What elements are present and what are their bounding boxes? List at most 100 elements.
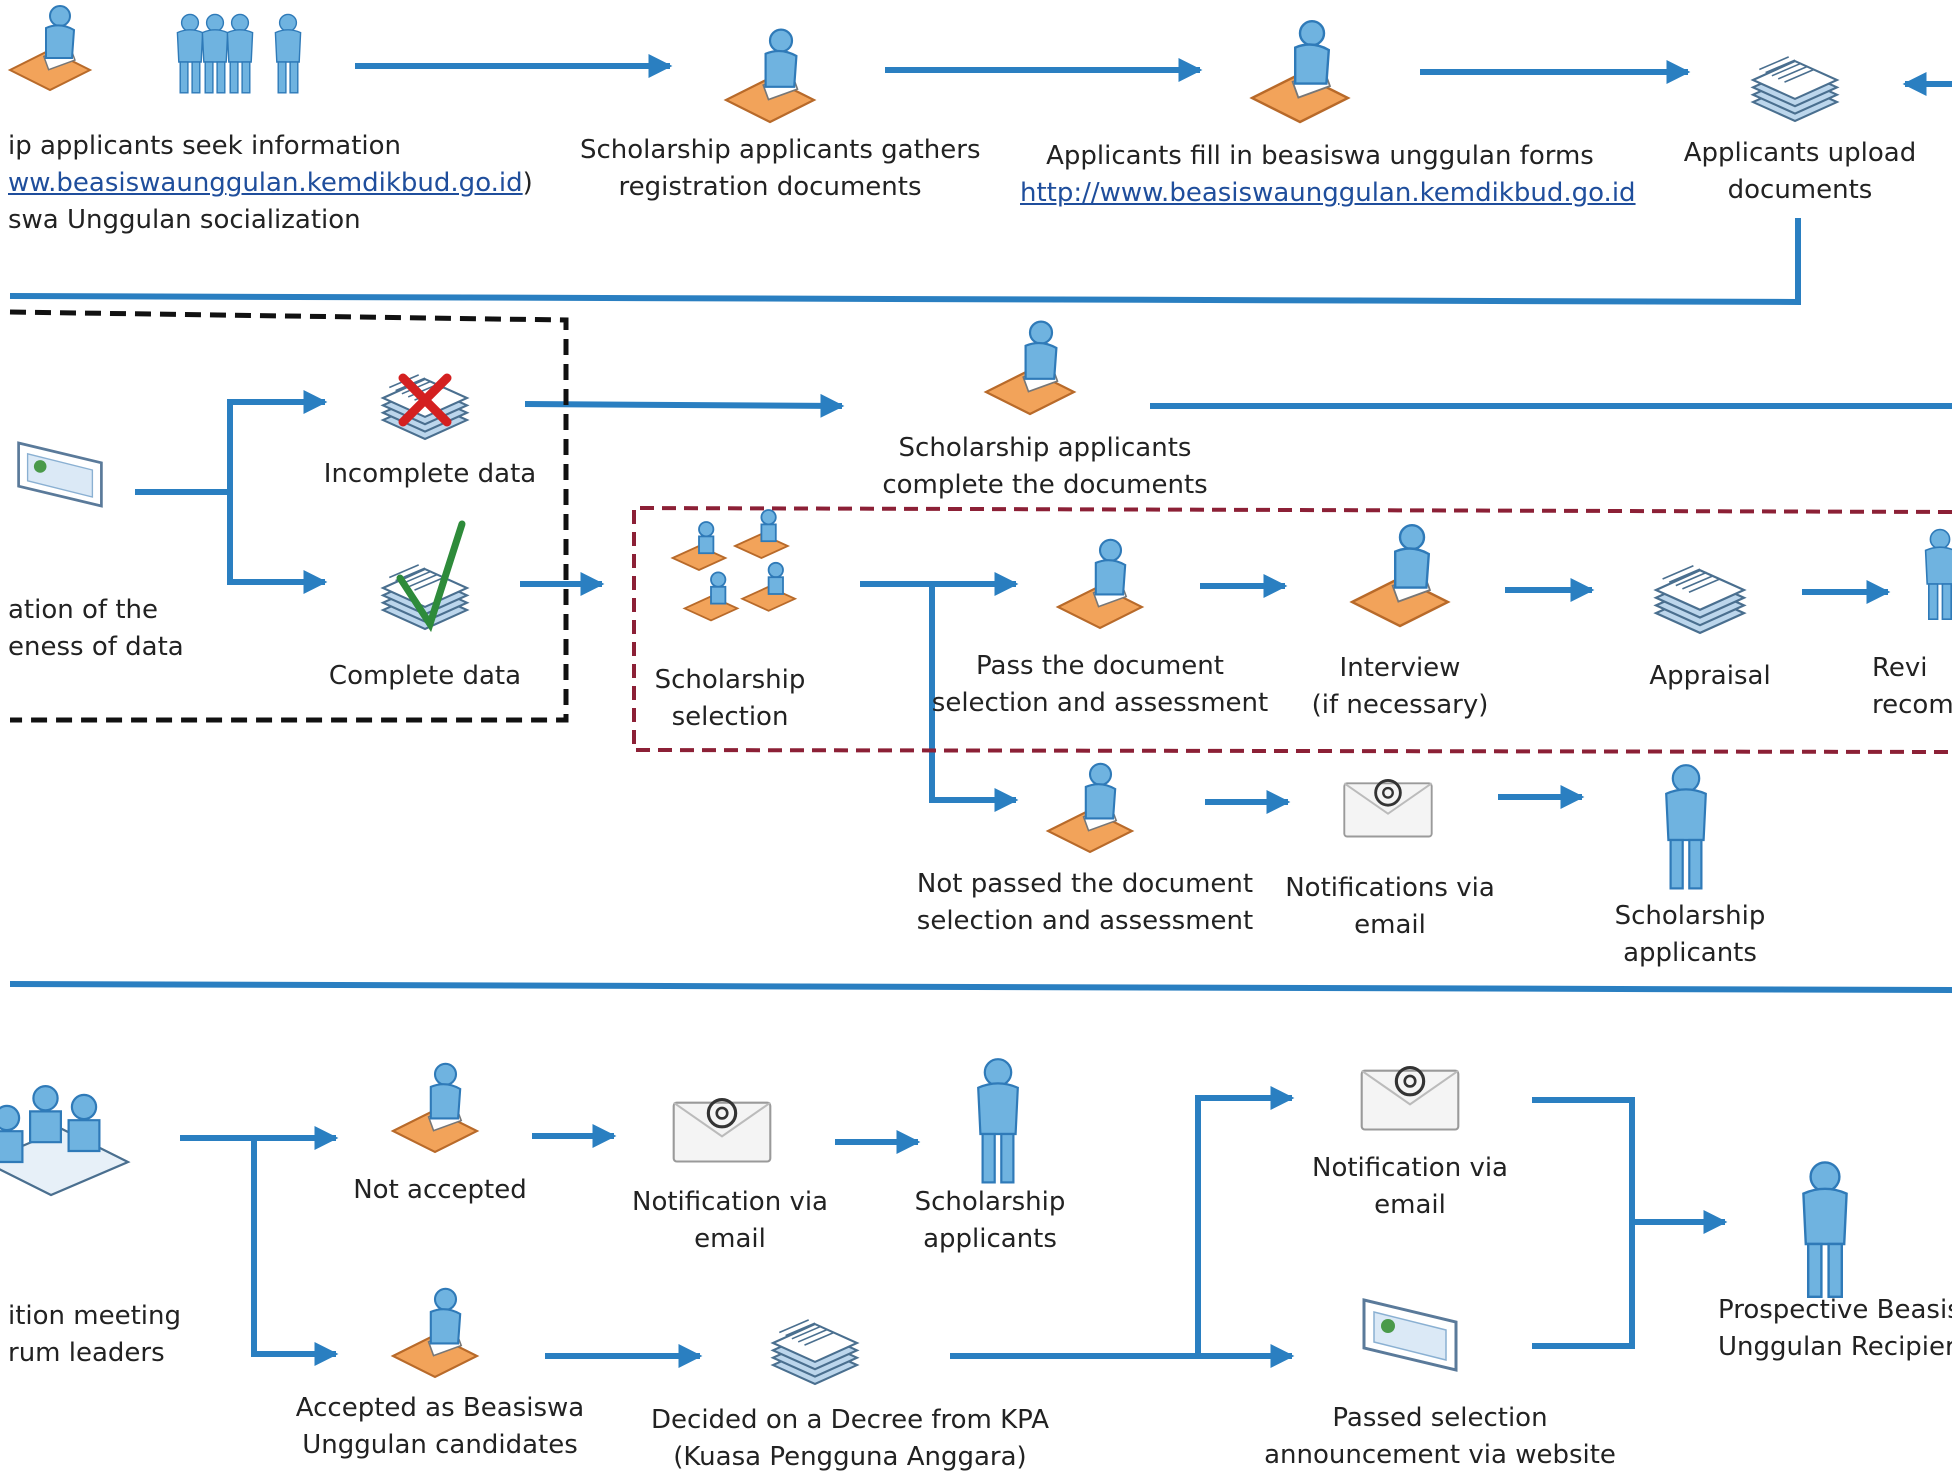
decree-line1: Decided on a Decree from KPA [651,1405,1049,1435]
notification-email-icon-2 [672,1097,772,1163]
applicants-line2: applicants [1623,938,1757,968]
complete-docs-line2: complete the documents [882,470,1208,500]
seek-line1: ip applicants seek information [8,131,402,161]
check-mark-icon [396,520,466,633]
review-line1: Revi [1872,653,1928,683]
selection-line2: selection [671,702,789,732]
seek-information-desk-icon [7,5,93,92]
not-passed-line1: Not passed the document [916,869,1254,899]
gather-documents-label: Scholarship applicants gathers registrat… [580,132,981,206]
upload-documents-label: Applicants upload documents [1670,135,1930,209]
review-label: Revi recom [1872,650,1952,724]
verify-line2: eness of data [8,632,184,662]
fill-website-link[interactable]: http://www.beasiswaunggulan.kemdikbud.go… [1020,178,1636,208]
decree-label: Decided on a Decree from KPA (Kuasa Peng… [640,1402,1060,1476]
fill-forms-label: Applicants fill in beasiswa unggulan for… [1020,138,1636,212]
review-person-icon [1924,528,1952,621]
gather-line1: Scholarship applicants gathers [580,135,981,165]
gather-line2: registration documents [618,172,922,202]
pass-line1: Pass the document [976,651,1224,681]
applicants3-line1: Scholarship [914,1187,1066,1217]
scholarship-applicants-label-2: Scholarship applicants [890,1184,1090,1258]
not-accepted-label: Not accepted [353,1175,527,1205]
meeting-line2: rum leaders [8,1338,165,1368]
seek-line2-suffix: ) [522,168,533,198]
notif3b-line2: email [1374,1190,1446,1220]
crowd-person-icon-1 [176,13,204,94]
incomplete-data-label: Incomplete data [323,459,537,489]
dashed-groups [9,309,1952,754]
prospective-line1: Prospective Beasis [1718,1295,1952,1325]
interview-label: Interview (if necessary) [1300,650,1500,724]
fill-forms-icon [1249,19,1351,124]
interview-line2: (if necessary) [1311,690,1489,720]
icons [0,5,1952,1386]
accepted-line2: Unggulan candidates [302,1430,578,1460]
prospective-recipient-icon [1802,1161,1848,1299]
accepted-label: Accepted as Beasiswa Unggulan candidates [290,1390,590,1464]
not-passed-icon [1045,762,1135,854]
notification-email-icon [1343,779,1433,838]
announcement-label: Passed selection announcement via websit… [1250,1400,1630,1474]
notif3-line2: email [694,1224,766,1254]
accepted-icon [390,1287,480,1379]
seek-information-label: ip applicants seek information ww.beasis… [8,128,533,239]
website-announcement-icon [1362,1298,1458,1372]
selection-process-group [632,505,1952,754]
verify-line1: ation of the [8,595,158,625]
pass-selection-icon [1055,538,1145,630]
arrow-to-accepted [251,1138,339,1366]
not-passed-line2: selection and assessment [916,906,1254,936]
decree-documents-icon [770,1319,860,1386]
complete-documents-label: Scholarship applicants complete the docu… [870,430,1220,504]
not-accepted-icon [390,1062,480,1154]
crowd-person-icon-4 [274,13,302,94]
not-passed-label: Not passed the document selection and as… [910,866,1260,940]
crowd-person-icon-3 [226,13,254,94]
notification-email-icon-3 [1360,1065,1460,1131]
seek-website-link[interactable]: ww.beasiswaunggulan.kemdikbud.go.id [8,168,523,198]
upload-documents-icon [1750,56,1840,123]
decree-line2: (Kuasa Pengguna Anggara) [673,1442,1027,1472]
upload-line1: Applicants upload [1683,138,1917,168]
verification-computer-icon [17,441,103,508]
pass-line2: selection and assessment [931,688,1269,718]
notification-email-label: Notification via email [620,1184,840,1258]
line-join-results [1532,1097,1635,1349]
meeting-label: ition meeting rum leaders [8,1298,181,1372]
arrow-decree-to-email [1195,1086,1295,1356]
complete-documents-icon [983,320,1077,416]
scholarship-applicant-icon [1665,764,1707,890]
arrow-selection-to-not-passed [929,584,1019,812]
upload-line2: documents [1727,175,1873,205]
crowd-person-icon-2 [201,13,229,94]
prospective-line2: Unggulan Recipier [1718,1332,1952,1362]
review-line2: recom [1872,690,1952,720]
verification-label: ation of the eness of data [8,592,184,666]
fill-line1: Applicants fill in beasiswa unggulan for… [1046,141,1594,171]
notif3b-line1: Notification via [1312,1153,1508,1183]
notif3-line1: Notification via [632,1187,828,1217]
accepted-line1: Accepted as Beasiswa [295,1393,585,1423]
arrow-to-incomplete [135,390,328,495]
appraisal-label: Appraisal [1649,661,1771,691]
arrow-to-complete [227,492,328,594]
complete-data-label: Complete data [328,661,522,691]
arrow-incomplete-to-complete-docs [524,393,845,418]
applicants3-line2: applicants [923,1224,1057,1254]
scholarship-selection-label: Scholarship selection [640,662,820,736]
scholarship-applicant-icon-2 [977,1058,1019,1184]
incomplete-data-icon [380,374,470,441]
applicants-line1: Scholarship [1614,901,1766,931]
notification-email-label-2: Notification via email [1300,1150,1520,1224]
appraisal-icon [1653,565,1747,635]
line-row2-to-row3 [9,981,1952,993]
meeting-line1: ition meeting [8,1301,182,1331]
interview-line1: Interview [1339,653,1461,683]
connectors [9,54,1952,1368]
complete-docs-line1: Scholarship applicants [898,433,1192,463]
completeness-check-group [9,309,569,723]
meeting-icon [0,1084,131,1197]
